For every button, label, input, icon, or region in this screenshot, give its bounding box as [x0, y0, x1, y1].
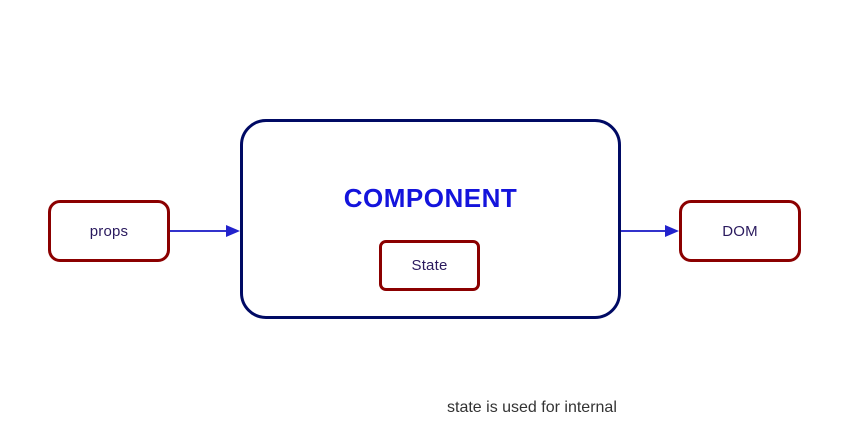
node-state-label: State: [411, 257, 448, 274]
node-state[interactable]: State: [379, 240, 480, 291]
node-dom[interactable]: DOM: [679, 200, 801, 262]
arrow-props-to-component: [170, 223, 240, 239]
node-props[interactable]: props: [48, 200, 170, 262]
arrow-component-to-dom: [621, 223, 679, 239]
arrow-right-icon: [170, 225, 240, 237]
node-component[interactable]: [240, 119, 621, 319]
diagram-caption: state is used for internal communication…: [447, 353, 701, 440]
node-component-title: COMPONENT: [343, 183, 518, 213]
node-dom-label: DOM: [722, 222, 758, 240]
arrow-right-icon: [621, 225, 679, 237]
node-props-label: props: [89, 222, 129, 240]
caption-line-1: state is used for internal: [447, 399, 617, 416]
